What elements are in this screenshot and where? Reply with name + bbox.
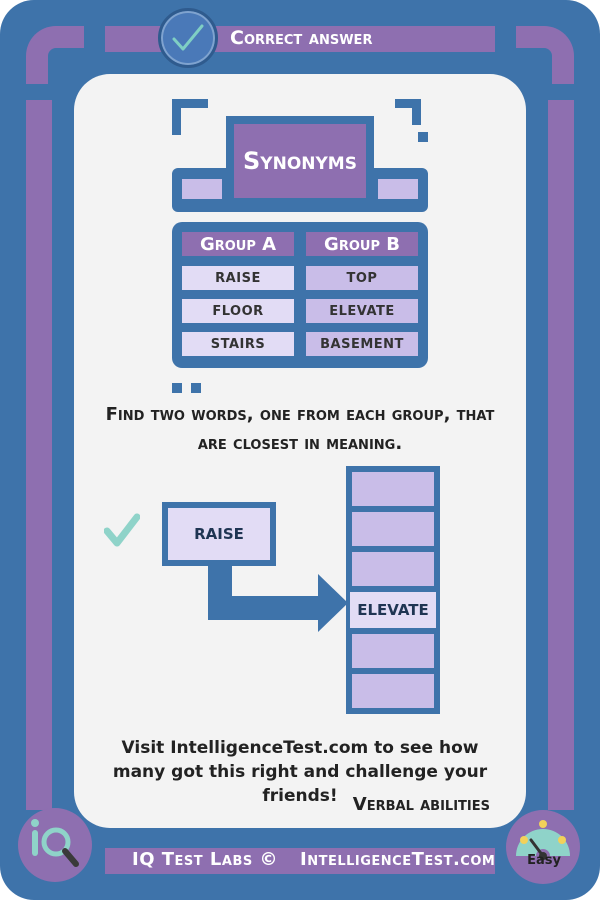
group-b-item: TOP xyxy=(306,266,418,290)
answer-from-word: RAISE xyxy=(168,508,270,560)
synonyms-tab-left xyxy=(182,179,222,199)
difficulty-gauge-icon xyxy=(506,810,580,884)
iq-logo-icon xyxy=(18,808,92,882)
category-label: Verbal abilities xyxy=(352,794,490,815)
footer-site-link[interactable]: IntelligenceTest.com xyxy=(300,849,496,870)
stack-cell xyxy=(352,634,434,668)
page-title: Correct answer xyxy=(230,27,373,49)
group-b-header: Group B xyxy=(306,232,418,256)
answer-stack xyxy=(346,466,440,714)
bracket-top-left xyxy=(172,99,208,135)
visit-text: Visit IntelligenceTest.com to see how ma… xyxy=(112,738,488,806)
group-a-item: STAIRS xyxy=(182,332,294,356)
answer-check-icon xyxy=(103,513,141,551)
stack-cell xyxy=(352,512,434,546)
group-a-item: FLOOR xyxy=(182,299,294,323)
frame-corner-top-left xyxy=(26,26,84,84)
answer-to-word: ELEVATE xyxy=(350,592,436,628)
frame-side-left xyxy=(26,100,52,810)
decorative-dots xyxy=(172,378,210,397)
stack-cell xyxy=(352,552,434,586)
group-a-header: Group A xyxy=(182,232,294,256)
synonyms-tab-right xyxy=(378,179,418,199)
footer-text: IQ Test Labs © IntelligenceTest.com xyxy=(132,849,495,870)
bracket-top-right xyxy=(395,99,421,125)
answer-arrow-icon xyxy=(208,560,348,632)
frame-side-right xyxy=(548,100,574,810)
group-a-item: RAISE xyxy=(182,266,294,290)
question-text: Find two words, one from each group, tha… xyxy=(105,404,495,454)
footer-brand: IQ Test Labs © xyxy=(132,849,278,870)
difficulty-label: Easy xyxy=(527,853,561,868)
group-b-item: ELEVATE xyxy=(306,299,418,323)
stack-cell xyxy=(352,472,434,506)
footer-bar xyxy=(105,848,495,874)
group-b-item: BASEMENT xyxy=(306,332,418,356)
stack-cell xyxy=(352,674,434,708)
synonyms-heading: Synonyms xyxy=(234,124,366,198)
frame-corner-top-right xyxy=(516,26,574,84)
bracket-dot xyxy=(418,132,428,142)
correct-check-icon xyxy=(158,8,218,68)
